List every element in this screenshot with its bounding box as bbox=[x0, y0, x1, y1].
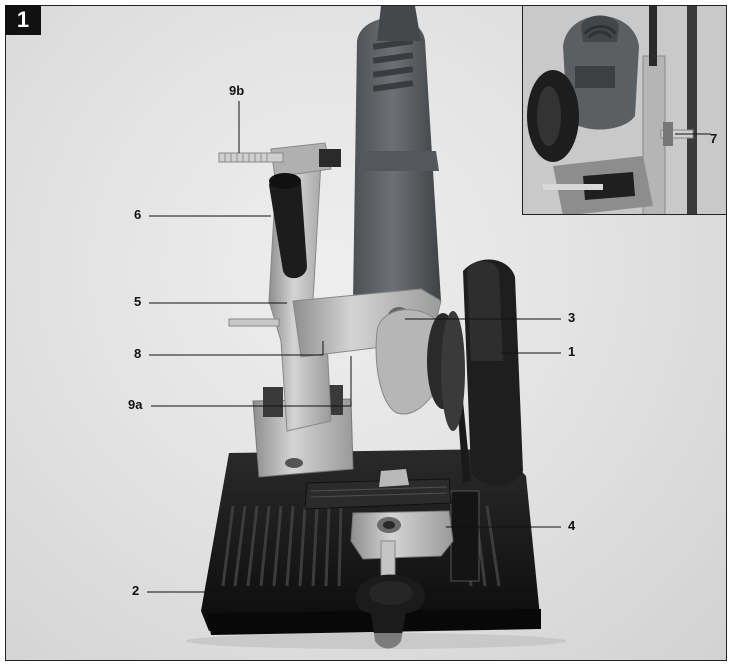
cut-off-saw-stand-illustration bbox=[147, 6, 566, 649]
threaded-rod-9b bbox=[218, 149, 341, 167]
vise-fence bbox=[304, 469, 452, 510]
handle bbox=[269, 173, 307, 279]
detail-inset-photo bbox=[522, 5, 727, 215]
callout-3: 3 bbox=[568, 310, 576, 325]
blade-guard bbox=[463, 259, 523, 486]
leader-lines bbox=[147, 101, 561, 593]
figure-number: 1 bbox=[5, 5, 41, 35]
angle-grinder bbox=[353, 6, 441, 317]
vise-clamp bbox=[350, 510, 454, 649]
callout-7: 7 bbox=[710, 131, 718, 146]
callout-2: 2 bbox=[132, 583, 140, 598]
callout-8: 8 bbox=[134, 346, 142, 361]
callout-1: 1 bbox=[568, 344, 576, 359]
callout-9b: 9b bbox=[229, 83, 245, 98]
cutting-disc bbox=[441, 311, 471, 483]
stop-rod bbox=[228, 318, 280, 327]
callout-4: 4 bbox=[568, 518, 576, 533]
callout-5: 5 bbox=[134, 294, 142, 309]
callout-9a: 9a bbox=[128, 397, 143, 412]
inset-illustration bbox=[523, 6, 726, 214]
callout-6: 6 bbox=[134, 207, 142, 222]
